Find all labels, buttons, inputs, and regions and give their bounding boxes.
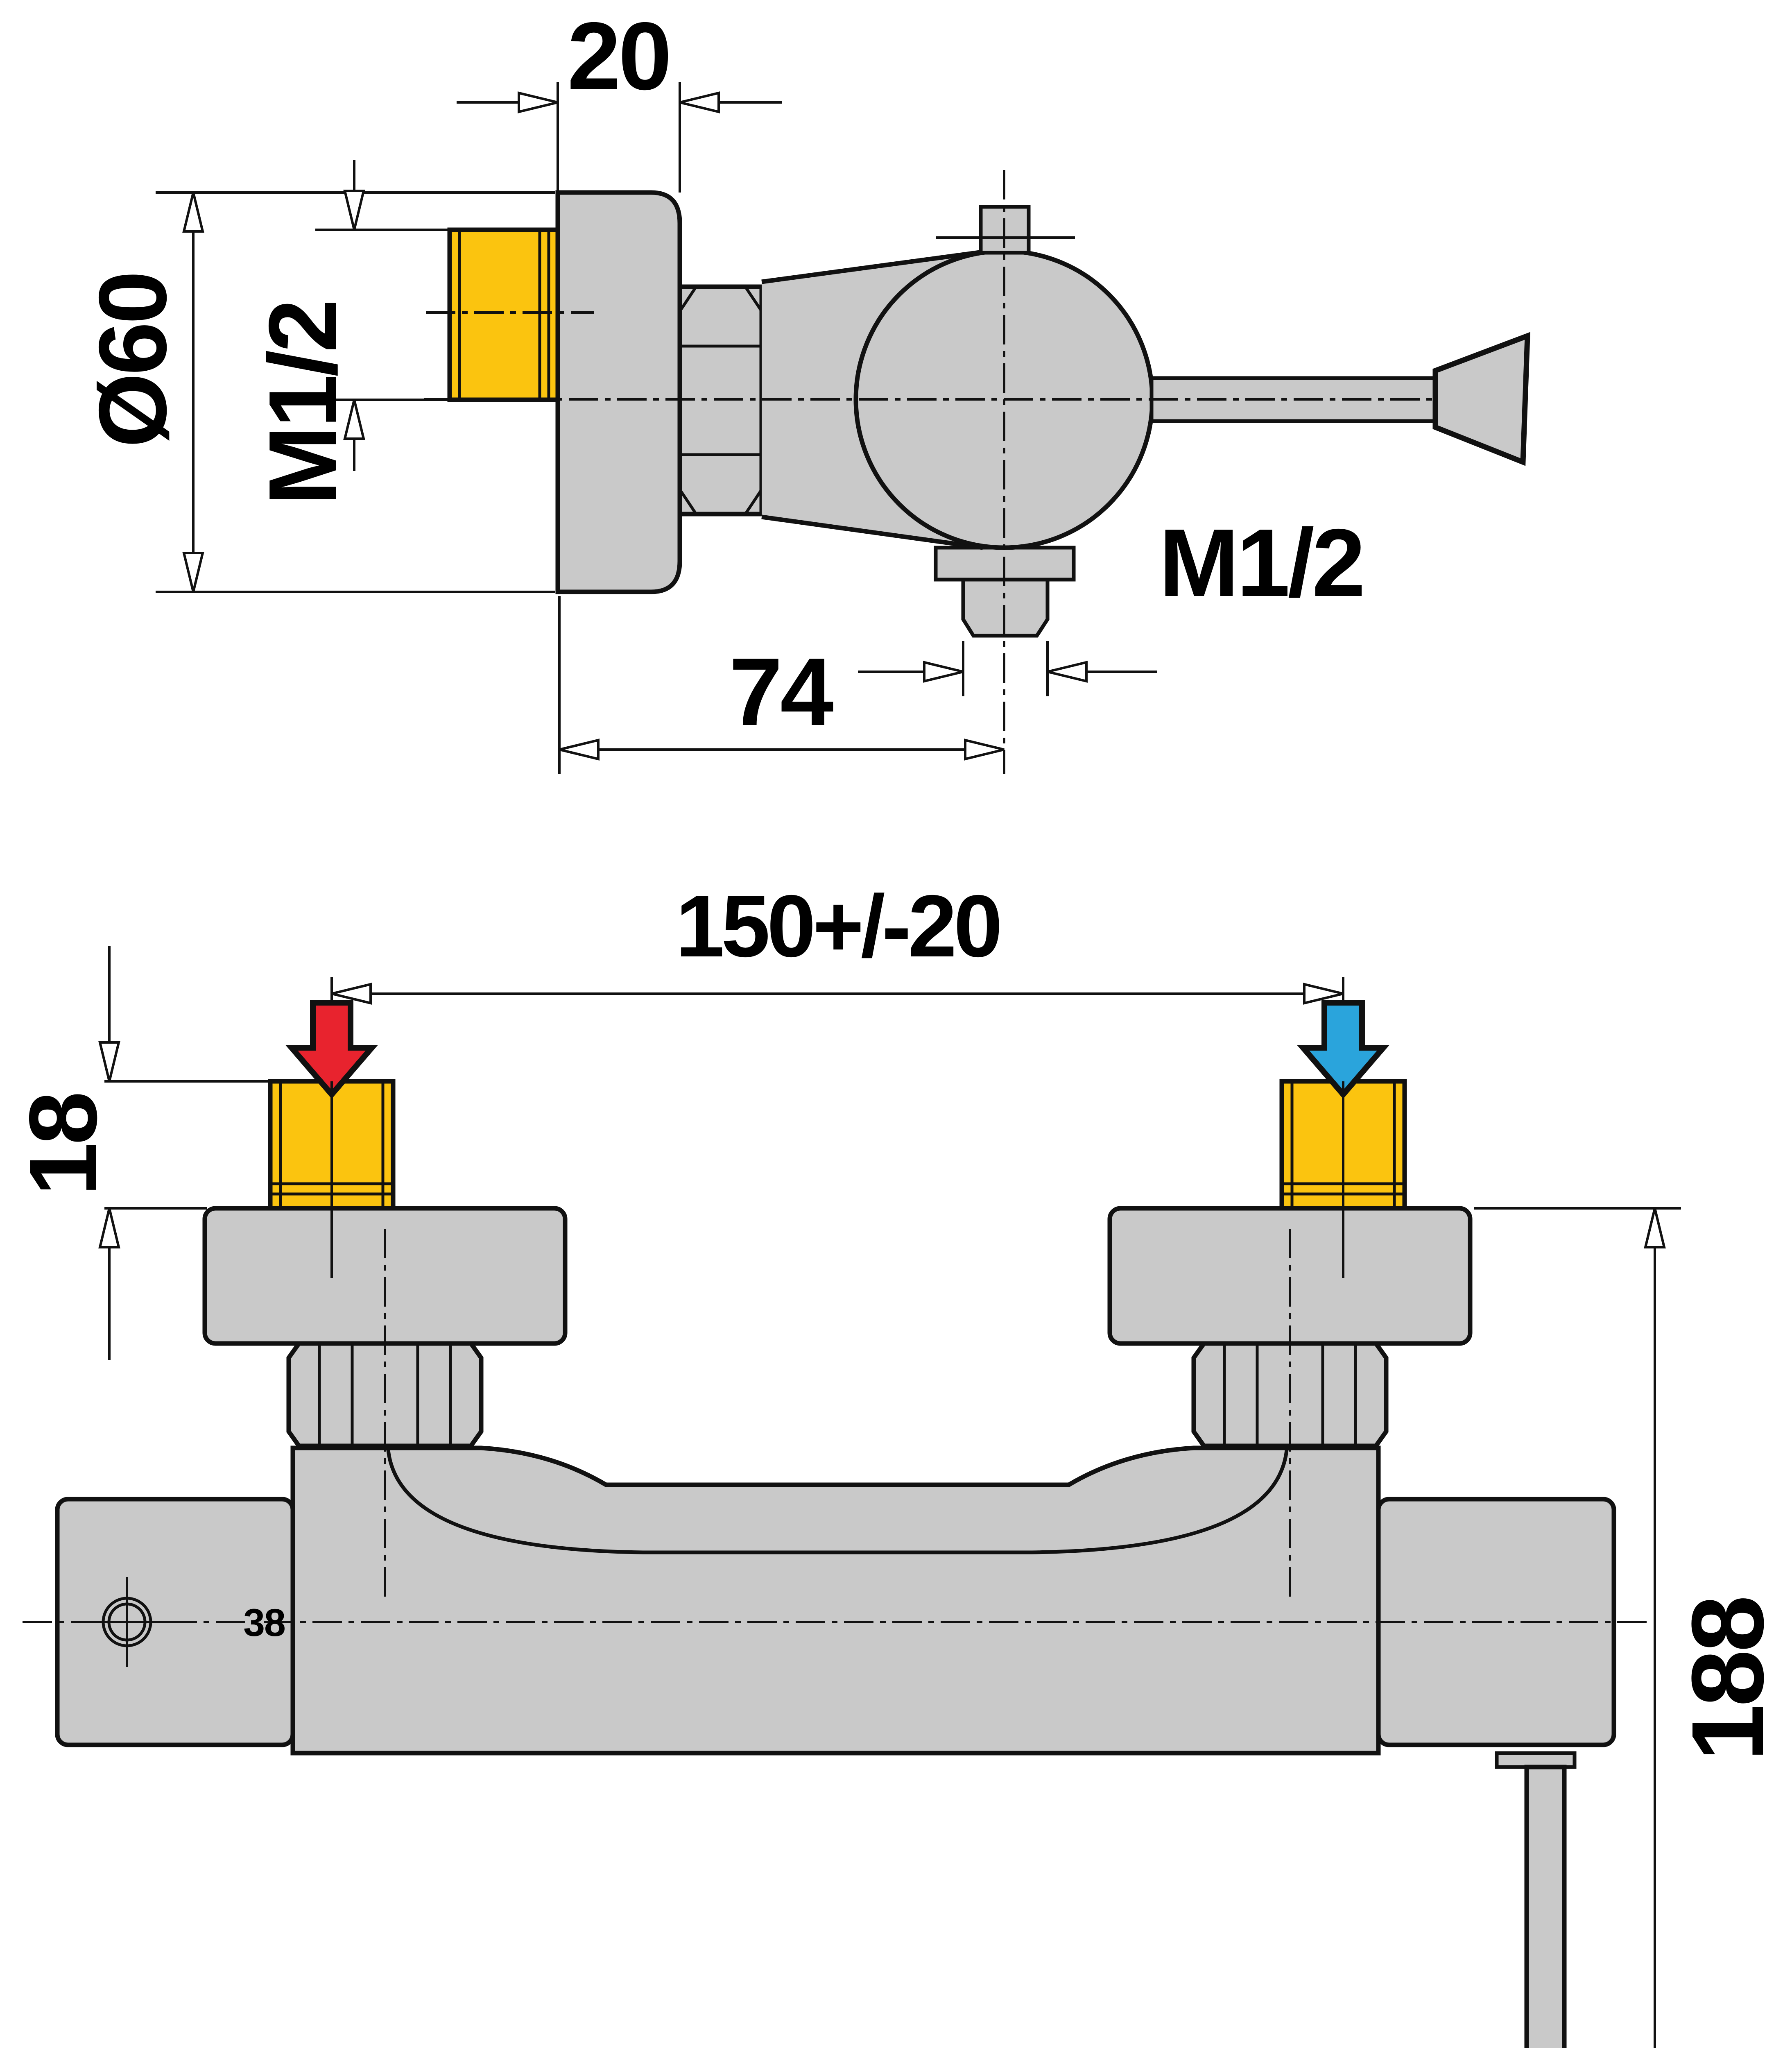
lever-handle-tip (1432, 332, 1530, 466)
front-view: 150+/-20 18 38 188 (9, 877, 1785, 2048)
hex-chamfer (679, 489, 697, 515)
wall-plate (555, 190, 682, 594)
arrowhead-icon (923, 661, 964, 683)
lever-pivot (1495, 1751, 1577, 1769)
arrowhead-icon (343, 399, 365, 440)
wall-flange-right (1107, 1206, 1473, 1346)
arrowhead-icon (559, 739, 600, 761)
dim-wall-to-outlet: 74 (729, 638, 833, 745)
arrowhead-icon (331, 983, 372, 1005)
arrowhead-icon (1047, 661, 1088, 683)
hex-chamfer (679, 286, 697, 312)
arrowhead-icon (98, 1208, 120, 1248)
valve-cone-edge (761, 249, 983, 284)
arrowhead-icon (964, 739, 1005, 761)
dim-escutcheon-diameter: Ø60 (79, 273, 186, 448)
dim-overall-height: 188 (1670, 1597, 1785, 1761)
arrowhead-icon (1303, 983, 1344, 1005)
arrowhead-icon (182, 192, 204, 233)
hot-water-arrow-icon (285, 1000, 378, 1099)
arrowhead-icon (182, 552, 204, 592)
dim-body-diameter: 38 (243, 1601, 285, 1645)
inlet-union-nut (447, 227, 560, 402)
arrowhead-icon (98, 1041, 120, 1082)
mixer-body (290, 1445, 1381, 1756)
dim-outlet-thread: M1/2 (1159, 509, 1363, 616)
arrowhead-icon (343, 190, 365, 230)
body-inner-fillet (386, 1450, 1289, 1554)
arrowhead-icon (518, 91, 558, 113)
hex-chamfer (744, 286, 763, 312)
dim-inlet-thread: M1/2 (249, 301, 356, 505)
dim-inlet-union-height: 18 (9, 1094, 117, 1196)
dim-inlet-spacing: 150+/-20 (676, 877, 1000, 975)
hex-chamfer (744, 489, 763, 515)
arrowhead-icon (679, 91, 720, 113)
wall-flange-left (202, 1206, 568, 1346)
lever-shaft (1524, 1765, 1567, 2048)
side-view: 20 Ø60 M1/2 M1/2 74 (79, 2, 1530, 774)
cold-water-arrow-icon (1296, 1000, 1390, 1099)
arrowhead-icon (1644, 1208, 1666, 1248)
valve-cone-edge (761, 514, 983, 550)
dim-plate-thickness: 20 (567, 2, 669, 110)
